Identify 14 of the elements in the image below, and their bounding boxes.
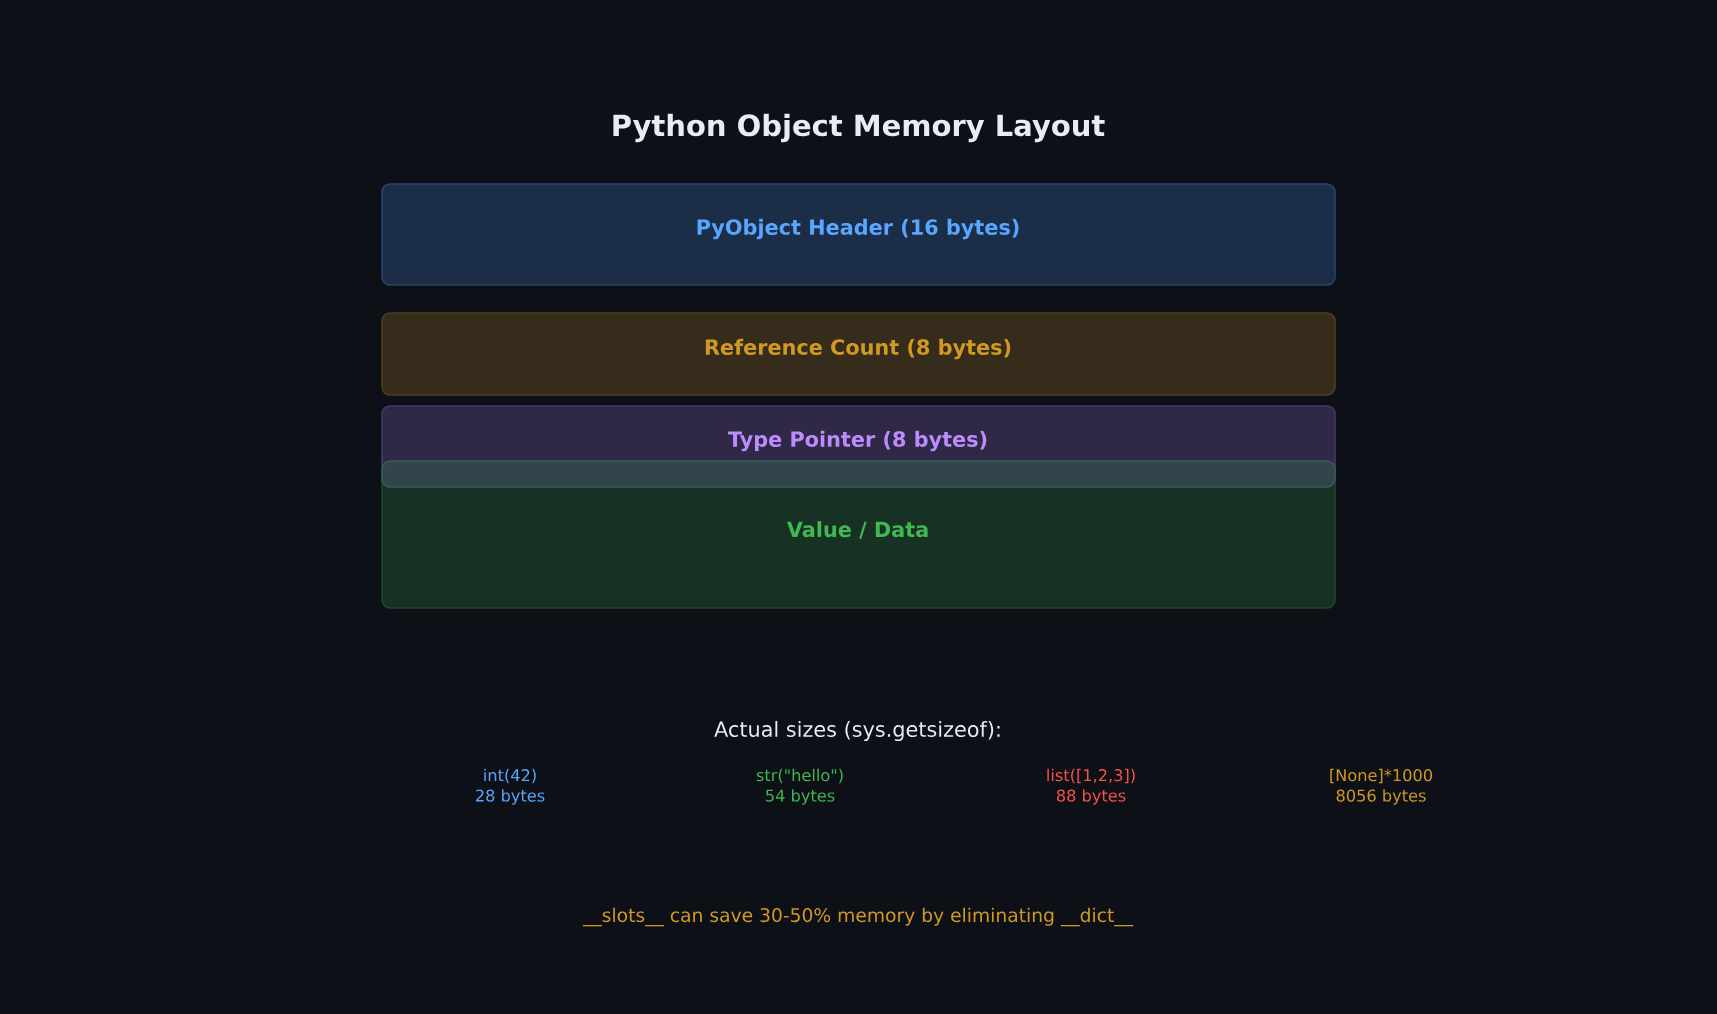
title: Python Object Memory Layout [613, 113, 1105, 143]
size-label: int(42) [484, 768, 536, 784]
field-box: Value / Data [381, 460, 1336, 609]
size-label: [None]*1000 [1330, 768, 1433, 784]
note-text: __slots__ can save 30-50% memory by eliminating __dict__ [582, 907, 1134, 927]
size-label: 88 bytes [1056, 789, 1126, 805]
field-box: PyObject Header (16 bytes) [381, 183, 1336, 286]
size-label: str("hello") [756, 768, 843, 784]
field-box: Reference Count (8 bytes) [381, 312, 1336, 396]
size-label: 28 bytes [476, 789, 545, 805]
section-heading: Actual sizes (sys.getsizeof): [714, 720, 1000, 742]
size-label: 54 bytes [766, 789, 835, 805]
size-label: list([1,2,3]) [1047, 768, 1135, 784]
size-label: 8056 bytes [1336, 789, 1426, 805]
